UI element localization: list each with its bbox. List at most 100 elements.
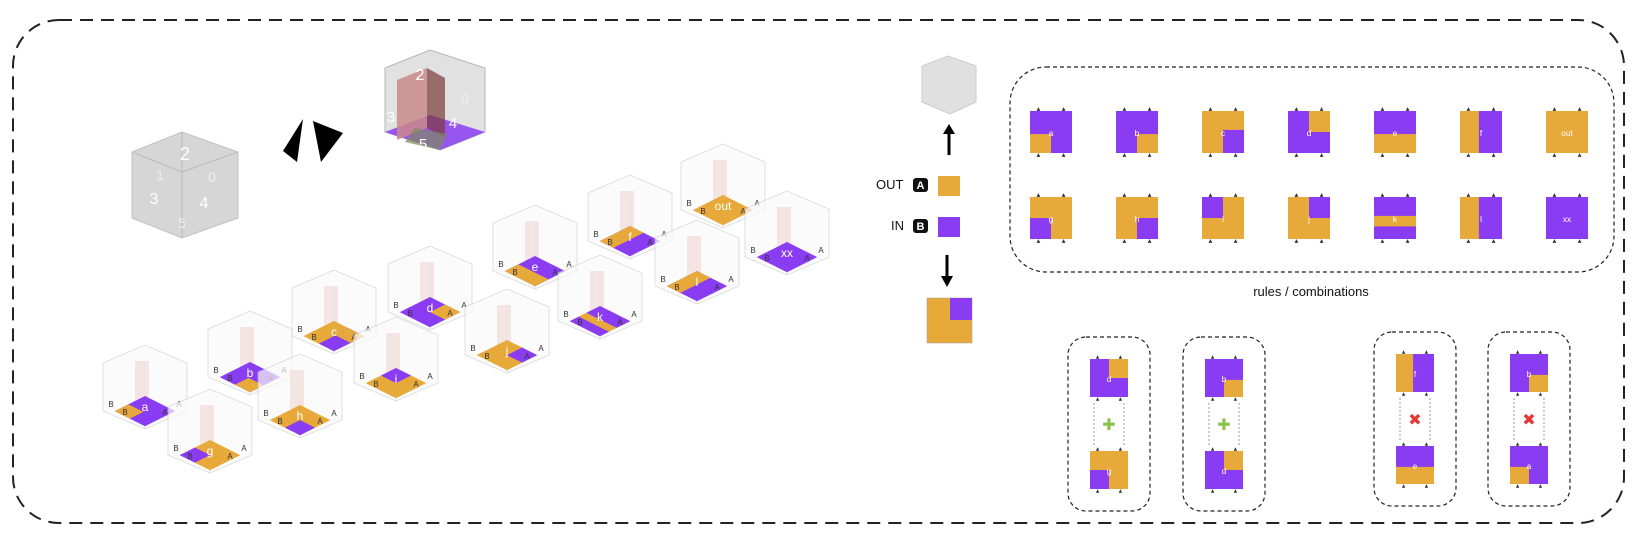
rule-tile-f: f xyxy=(1460,107,1502,157)
edge-letter: B xyxy=(173,444,178,453)
rule-tile-i: i xyxy=(1202,193,1244,243)
edge-letter: B xyxy=(512,268,517,277)
edge-letter: B xyxy=(373,380,378,389)
iso-tile-label: l xyxy=(696,275,699,289)
cross-icon: ✖ xyxy=(1408,412,1421,429)
edge-letter: B xyxy=(750,246,755,255)
edge-letter: A xyxy=(241,444,247,453)
combo-top-tile: f xyxy=(1396,350,1434,396)
tile-label: out xyxy=(1561,128,1573,138)
iso-tile-label: c xyxy=(331,325,337,339)
tile-label: d xyxy=(1307,128,1312,138)
tile-label: l xyxy=(1480,214,1482,224)
edge-letter: B xyxy=(359,372,364,381)
edge-letter: A xyxy=(461,301,467,310)
legend-out-key: A xyxy=(917,180,925,192)
edge-letter: A xyxy=(162,408,168,417)
rule-tile-l: l xyxy=(1460,193,1502,243)
edge-letter: B xyxy=(686,199,691,208)
edge-letter: A xyxy=(552,268,558,277)
transform-arrows-icon xyxy=(283,119,343,162)
edge-letter: B xyxy=(407,309,412,318)
rule-tile-out: out xyxy=(1546,107,1588,157)
edge-letter: A xyxy=(227,452,233,461)
edge-letter: B xyxy=(607,238,612,247)
combination-1: d g ✚ xyxy=(1067,336,1151,512)
legend-in-key: B xyxy=(917,221,925,233)
iso-tile-label: out xyxy=(715,199,732,213)
combination-2: bd✚ xyxy=(1182,336,1266,512)
edge-letter: B xyxy=(227,374,232,383)
cube-face-label: 5 xyxy=(419,136,427,153)
cube-face-label: 3 xyxy=(387,109,395,126)
edge-letter: B xyxy=(563,310,568,319)
tile-label: d xyxy=(1222,467,1226,476)
edge-letter: B xyxy=(297,325,302,334)
tile-label: b xyxy=(1527,370,1532,379)
edge-letter: B xyxy=(213,366,218,375)
combo-bottom-tile: a xyxy=(1510,442,1548,488)
iso-tile-f: BBAAf xyxy=(587,174,673,260)
edge-letter: B xyxy=(311,333,316,342)
rule-tile-a: a xyxy=(1030,107,1072,157)
tile-label: e xyxy=(1393,128,1398,138)
cube-face-label: 4 xyxy=(449,115,457,132)
legend-out-swatch xyxy=(938,176,960,196)
edge-letter: B xyxy=(764,254,769,263)
iso-tile-label: a xyxy=(142,400,149,414)
legend-out-label: OUT xyxy=(876,177,904,192)
edge-letter: B xyxy=(593,230,598,239)
edge-letter: B xyxy=(577,318,582,327)
tile-label: h xyxy=(1135,214,1140,224)
tile-label: xx xyxy=(1563,214,1572,224)
edge-letter: B xyxy=(122,408,127,417)
iso-tile-label: i xyxy=(395,372,398,386)
legend-in-key-box xyxy=(913,219,928,233)
rule-tile-c: c xyxy=(1202,107,1244,157)
iso-tile-label: k xyxy=(597,310,604,324)
edge-letter: B xyxy=(484,352,489,361)
edge-letter: A xyxy=(714,283,720,292)
cube-face-label: 1 xyxy=(156,167,164,183)
tile-label: j xyxy=(1307,214,1310,224)
edge-letter: A xyxy=(538,344,544,353)
plus-icon: ✚ xyxy=(1102,417,1115,434)
edge-letter: B xyxy=(263,409,268,418)
edge-letter: B xyxy=(498,260,503,269)
legend-out-key-box xyxy=(913,178,928,192)
rule-tile-b: b xyxy=(1116,107,1158,157)
outer-frame xyxy=(12,19,1625,524)
combination-3: f e ✖ xyxy=(1373,331,1457,507)
iso-tile-c: BBAAc xyxy=(291,269,377,355)
edge-letter: A xyxy=(740,207,746,216)
combo-bottom-tile: e xyxy=(1396,442,1434,488)
tile-label: g xyxy=(1107,467,1111,476)
rule-tile-k: k xyxy=(1374,193,1416,243)
tile-label: c xyxy=(1221,128,1225,138)
edge-letter: A xyxy=(617,318,623,327)
cube-face-label: 4 xyxy=(200,195,209,212)
iso-tile-a: BBAAa xyxy=(102,344,188,430)
combo-bottom-tile: g xyxy=(1090,447,1128,493)
tile-label: f xyxy=(1414,370,1417,379)
rule-tile-h: h xyxy=(1116,193,1158,243)
edge-letter: A xyxy=(728,275,734,284)
edge-letter: A xyxy=(331,409,337,418)
tile-label: g xyxy=(1049,214,1054,224)
combo-top-tile: d xyxy=(1090,355,1128,401)
edge-letter: A xyxy=(804,254,810,263)
rule-tile-xx: xx xyxy=(1546,193,1588,243)
combo-top-tile: b xyxy=(1510,350,1548,396)
combinations: d g ✚ bd✚ f e ✖ b a ✖ xyxy=(1067,331,1571,512)
cube-face-label: 2 xyxy=(416,67,425,84)
edge-letter: B xyxy=(660,275,665,284)
